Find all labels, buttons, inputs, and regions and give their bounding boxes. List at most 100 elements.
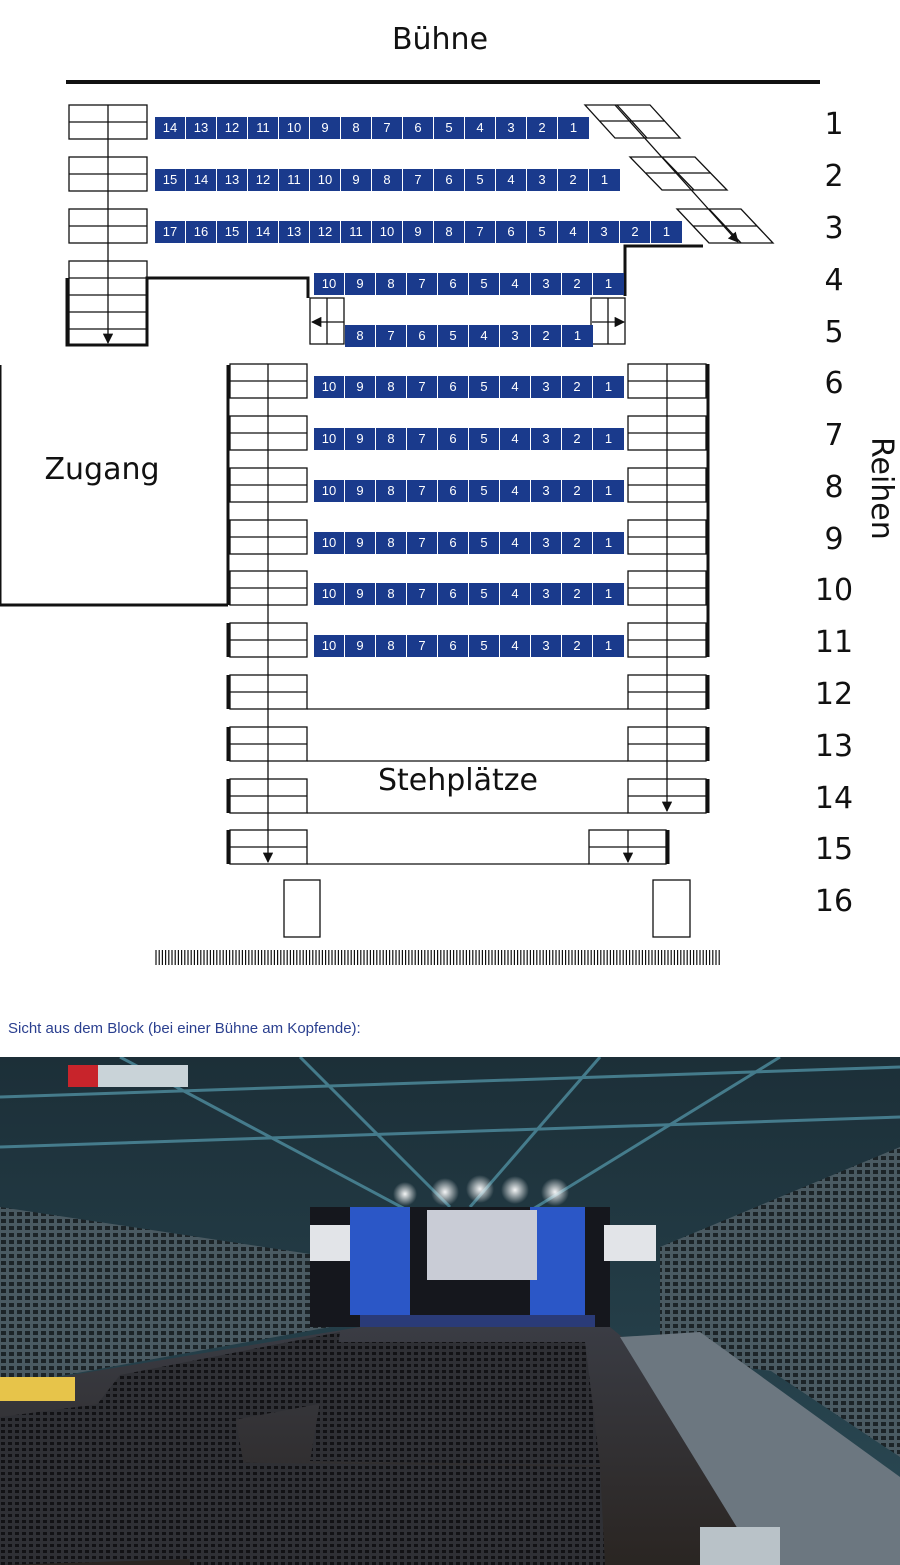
seat[interactable]: 1 (604, 276, 613, 291)
seat[interactable]: 4 (469, 325, 500, 347)
seat[interactable]: 8 (376, 583, 407, 605)
seat[interactable]: 10 (314, 532, 345, 554)
seat[interactable]: 4 (500, 532, 531, 554)
seat[interactable]: 1 (604, 379, 613, 394)
seat[interactable]: 17 (155, 221, 186, 243)
seat[interactable]: 9 (345, 480, 376, 502)
seat[interactable]: 15 (155, 169, 186, 191)
seat[interactable]: 4 (500, 583, 531, 605)
seat[interactable]: 4 (500, 376, 531, 398)
seat[interactable]: 1 (604, 535, 613, 550)
seat[interactable]: 6 (438, 376, 469, 398)
seat[interactable]: 3 (531, 273, 562, 295)
seat[interactable]: 2 (562, 583, 593, 605)
seat[interactable]: 6 (438, 583, 469, 605)
seat[interactable]: 3 (531, 635, 562, 657)
seat[interactable]: 5 (469, 583, 500, 605)
seat[interactable]: 2 (562, 480, 593, 502)
seat[interactable]: 10 (314, 583, 345, 605)
seat[interactable]: 3 (531, 428, 562, 450)
seat[interactable]: 8 (341, 117, 372, 139)
seat[interactable]: 2 (620, 221, 651, 243)
seat[interactable]: 13 (217, 169, 248, 191)
seat[interactable]: 1 (600, 172, 609, 187)
seat[interactable]: 6 (403, 117, 434, 139)
seat[interactable]: 1 (573, 328, 582, 343)
seat[interactable]: 12 (217, 117, 248, 139)
seat[interactable]: 8 (376, 428, 407, 450)
seat[interactable]: 10 (372, 221, 403, 243)
seat[interactable]: 8 (376, 273, 407, 295)
seat[interactable]: 7 (407, 428, 438, 450)
seat[interactable]: 10 (279, 117, 310, 139)
seat[interactable]: 7 (465, 221, 496, 243)
seat[interactable]: 8 (376, 480, 407, 502)
seat[interactable]: 4 (558, 221, 589, 243)
seat[interactable]: 9 (345, 635, 376, 657)
seat[interactable]: 9 (403, 221, 434, 243)
seat[interactable]: 14 (155, 117, 186, 139)
seat[interactable]: 2 (562, 532, 593, 554)
seat[interactable]: 12 (310, 221, 341, 243)
seat[interactable]: 13 (279, 221, 310, 243)
seat[interactable]: 5 (438, 325, 469, 347)
seat[interactable]: 2 (562, 428, 593, 450)
seat[interactable]: 3 (531, 376, 562, 398)
seat[interactable]: 10 (314, 480, 345, 502)
seat[interactable]: 7 (407, 273, 438, 295)
seat[interactable]: 9 (345, 273, 376, 295)
seat[interactable]: 4 (500, 273, 531, 295)
seat[interactable]: 6 (438, 532, 469, 554)
seat[interactable]: 10 (314, 376, 345, 398)
seat[interactable]: 10 (310, 169, 341, 191)
seat[interactable]: 13 (186, 117, 217, 139)
seat[interactable]: 10 (314, 273, 345, 295)
seat[interactable]: 7 (407, 583, 438, 605)
seat[interactable]: 9 (345, 532, 376, 554)
seat[interactable]: 1 (569, 120, 578, 135)
seat[interactable]: 11 (248, 117, 279, 139)
seat[interactable]: 14 (186, 169, 217, 191)
seat[interactable]: 9 (345, 376, 376, 398)
seat[interactable]: 8 (372, 169, 403, 191)
seat[interactable]: 6 (438, 273, 469, 295)
seat[interactable]: 7 (407, 480, 438, 502)
seat[interactable]: 11 (279, 169, 310, 191)
seat[interactable]: 9 (310, 117, 341, 139)
seat[interactable]: 5 (469, 376, 500, 398)
seat[interactable]: 3 (496, 117, 527, 139)
seat[interactable]: 2 (558, 169, 589, 191)
seat[interactable]: 7 (407, 376, 438, 398)
seat[interactable]: 6 (438, 428, 469, 450)
seat[interactable]: 3 (531, 480, 562, 502)
seat[interactable]: 7 (372, 117, 403, 139)
seat[interactable]: 1 (604, 586, 613, 601)
seat[interactable]: 1 (604, 483, 613, 498)
seat[interactable]: 4 (500, 428, 531, 450)
seat[interactable]: 6 (438, 480, 469, 502)
seat[interactable]: 1 (604, 431, 613, 446)
seat[interactable]: 5 (469, 428, 500, 450)
seat[interactable]: 5 (465, 169, 496, 191)
seat[interactable]: 3 (527, 169, 558, 191)
seat[interactable]: 2 (531, 325, 562, 347)
seat[interactable]: 10 (314, 635, 345, 657)
seat[interactable]: 5 (469, 480, 500, 502)
seat[interactable]: 1 (662, 224, 671, 239)
seat[interactable]: 7 (403, 169, 434, 191)
seat[interactable]: 5 (469, 635, 500, 657)
seat[interactable]: 4 (465, 117, 496, 139)
seat[interactable]: 4 (500, 480, 531, 502)
seat[interactable]: 5 (469, 273, 500, 295)
seat[interactable]: 2 (527, 117, 558, 139)
seat[interactable]: 16 (186, 221, 217, 243)
seat[interactable]: 8 (376, 635, 407, 657)
seat[interactable]: 5 (469, 532, 500, 554)
seat[interactable]: 7 (407, 532, 438, 554)
seat[interactable]: 8 (434, 221, 465, 243)
seat[interactable]: 7 (376, 325, 407, 347)
seat[interactable]: 9 (345, 583, 376, 605)
seat[interactable]: 5 (434, 117, 465, 139)
seat[interactable]: 5 (527, 221, 558, 243)
seat[interactable]: 6 (438, 635, 469, 657)
